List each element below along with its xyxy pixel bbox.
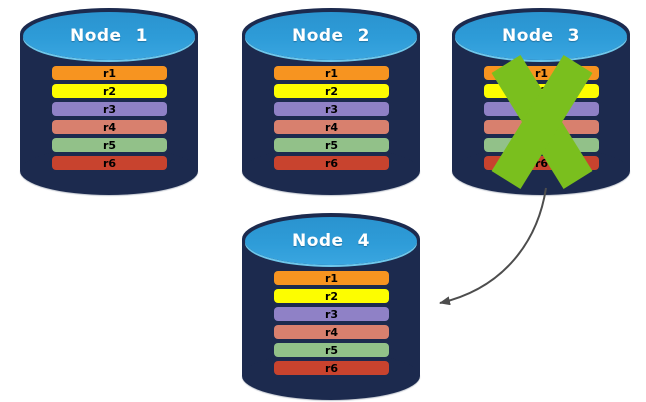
failure-x-icon [491,55,593,189]
record-bar: r5 [52,138,167,152]
record-bar: r6 [274,156,389,170]
record-bar: r1 [274,66,389,80]
cylinder-bottom [242,352,420,400]
record-label: r5 [324,138,339,152]
record-label: r6 [324,361,339,375]
record-bar: r1 [52,66,167,80]
cylinder-top-face: Node 1 [23,12,195,60]
database-node-2: Node 2 r1 r2 r3 r4 r5 r6 [242,8,420,195]
record-bar: r6 [274,361,389,375]
record-list: r1 r2 r3 r4 r5 r6 [274,271,389,379]
cylinder-bottom [242,147,420,195]
node-label: Node 2 [291,26,370,46]
node-label: Node 4 [291,231,370,251]
record-label: r2 [324,84,339,98]
record-label: r3 [324,307,339,321]
record-bar: r1 [274,271,389,285]
record-list: r1 r2 r3 r4 r5 r6 [274,66,389,174]
record-label: r1 [102,66,117,80]
node-label: Node 3 [501,26,580,46]
record-bar: r5 [274,138,389,152]
record-label: r1 [324,66,339,80]
record-label: r6 [534,156,549,170]
record-label: r5 [324,343,339,357]
database-node-1: Node 1 r1 r2 r3 r4 r5 r6 [20,8,198,195]
record-bar: r5 [274,343,389,357]
record-bar: r4 [274,325,389,339]
cylinder-top-face: Node 3 [455,12,627,60]
record-label: r1 [324,271,339,285]
record-label: r1 [534,66,549,80]
record-bar: r4 [52,120,167,134]
cylinder-top-face: Node 2 [245,12,417,60]
record-label: r2 [102,84,117,98]
record-bar: r6 [52,156,167,170]
record-bar: r2 [274,84,389,98]
record-label: r4 [324,120,339,134]
record-bar: r3 [52,102,167,116]
record-label: r3 [324,102,339,116]
cylinder-top-face: Node 4 [245,217,417,265]
record-label: r4 [324,325,339,339]
record-bar: r2 [274,289,389,303]
record-list: r1 r2 r3 r4 r5 r6 [52,66,167,174]
record-label: r2 [324,289,339,303]
database-node-4: Node 4 r1 r2 r3 r4 r5 r6 [242,213,420,400]
record-label: r6 [324,156,339,170]
record-label: r4 [102,120,117,134]
record-bar: r3 [274,102,389,116]
node-label: Node 1 [69,26,148,46]
record-bar: r4 [274,120,389,134]
cylinder-bottom [20,147,198,195]
record-bar: r3 [274,307,389,321]
record-label: r5 [102,138,117,152]
record-label: r3 [102,102,117,116]
record-label: r6 [102,156,117,170]
record-bar: r2 [52,84,167,98]
